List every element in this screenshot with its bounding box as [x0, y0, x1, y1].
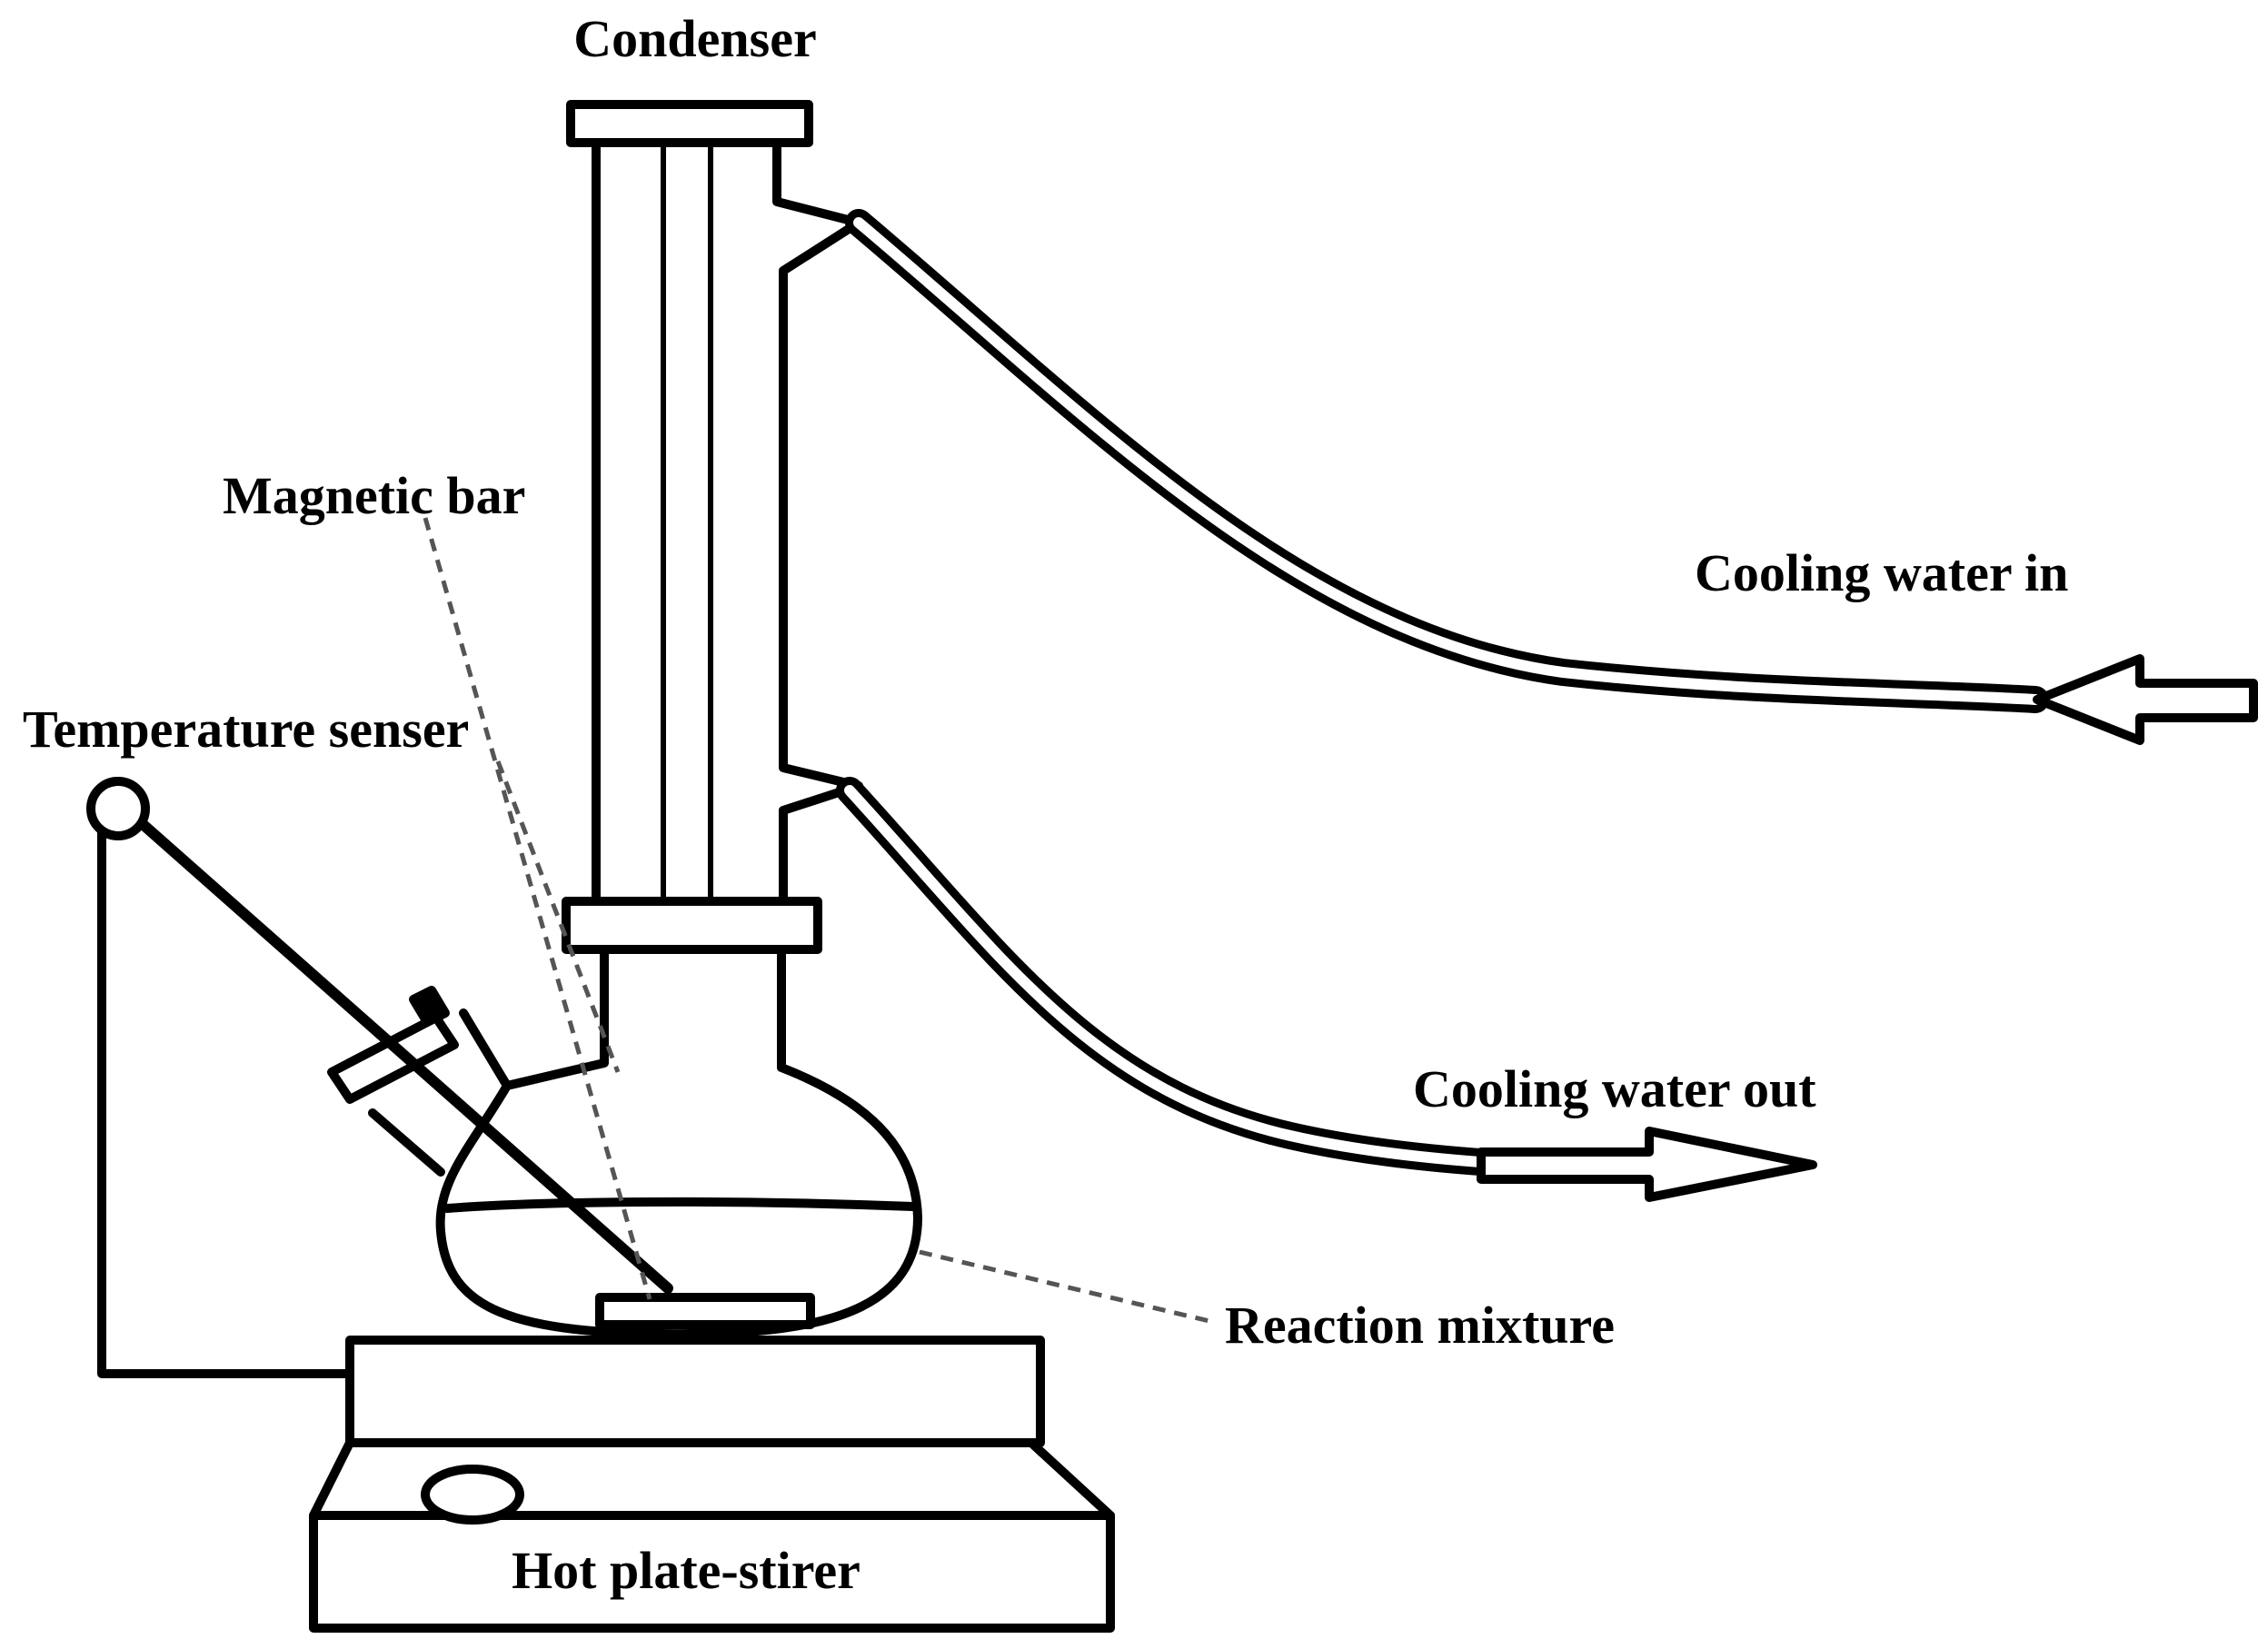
label-cooling-water-out: Cooling water out	[1413, 1059, 1816, 1118]
liquid-level	[443, 1197, 918, 1213]
temperature-sensor-knob	[86, 777, 150, 840]
leader-temperature-sensor	[495, 760, 621, 1073]
leader-reaction-mixture	[919, 1249, 1214, 1325]
condenser-bottom-joint	[562, 897, 822, 954]
sensor-cable	[97, 827, 354, 1378]
cooling-water-out-arrow	[1477, 1127, 1817, 1202]
round-bottom-flask	[435, 945, 922, 1339]
cooling-water-in-hose	[845, 209, 2049, 713]
hot-plate-base	[309, 1438, 1115, 1633]
condenser-right-wall	[772, 138, 863, 906]
temperature-probe-rod	[138, 820, 673, 1294]
label-cooling-water-in: Cooling water in	[1695, 543, 2068, 602]
condenser-top-cap	[566, 100, 813, 147]
label-magnetic-bar: Magnetic bar	[223, 466, 525, 525]
stopper-knob	[409, 986, 450, 1027]
label-temperature-sensor: Temperature senser	[23, 700, 469, 759]
cooling-water-in-hose-bore	[853, 217, 2041, 705]
flask-side-arm-upper	[459, 1008, 512, 1090]
flask-side-arm-lower	[368, 1108, 445, 1177]
side-arm-stopper	[327, 1013, 459, 1104]
label-reaction-mixture: Reaction mixture	[1225, 1296, 1615, 1355]
hot-plate-top	[345, 1336, 1045, 1447]
magnetic-stir-bar	[595, 1293, 815, 1329]
label-hot-plate-stirrer: Hot plate-stirer	[512, 1541, 860, 1600]
leader-magnetic-bar	[423, 517, 652, 1300]
label-condenser: Condenser	[573, 9, 816, 68]
control-knob	[421, 1465, 524, 1525]
cooling-water-in-arrow	[2033, 654, 2258, 745]
